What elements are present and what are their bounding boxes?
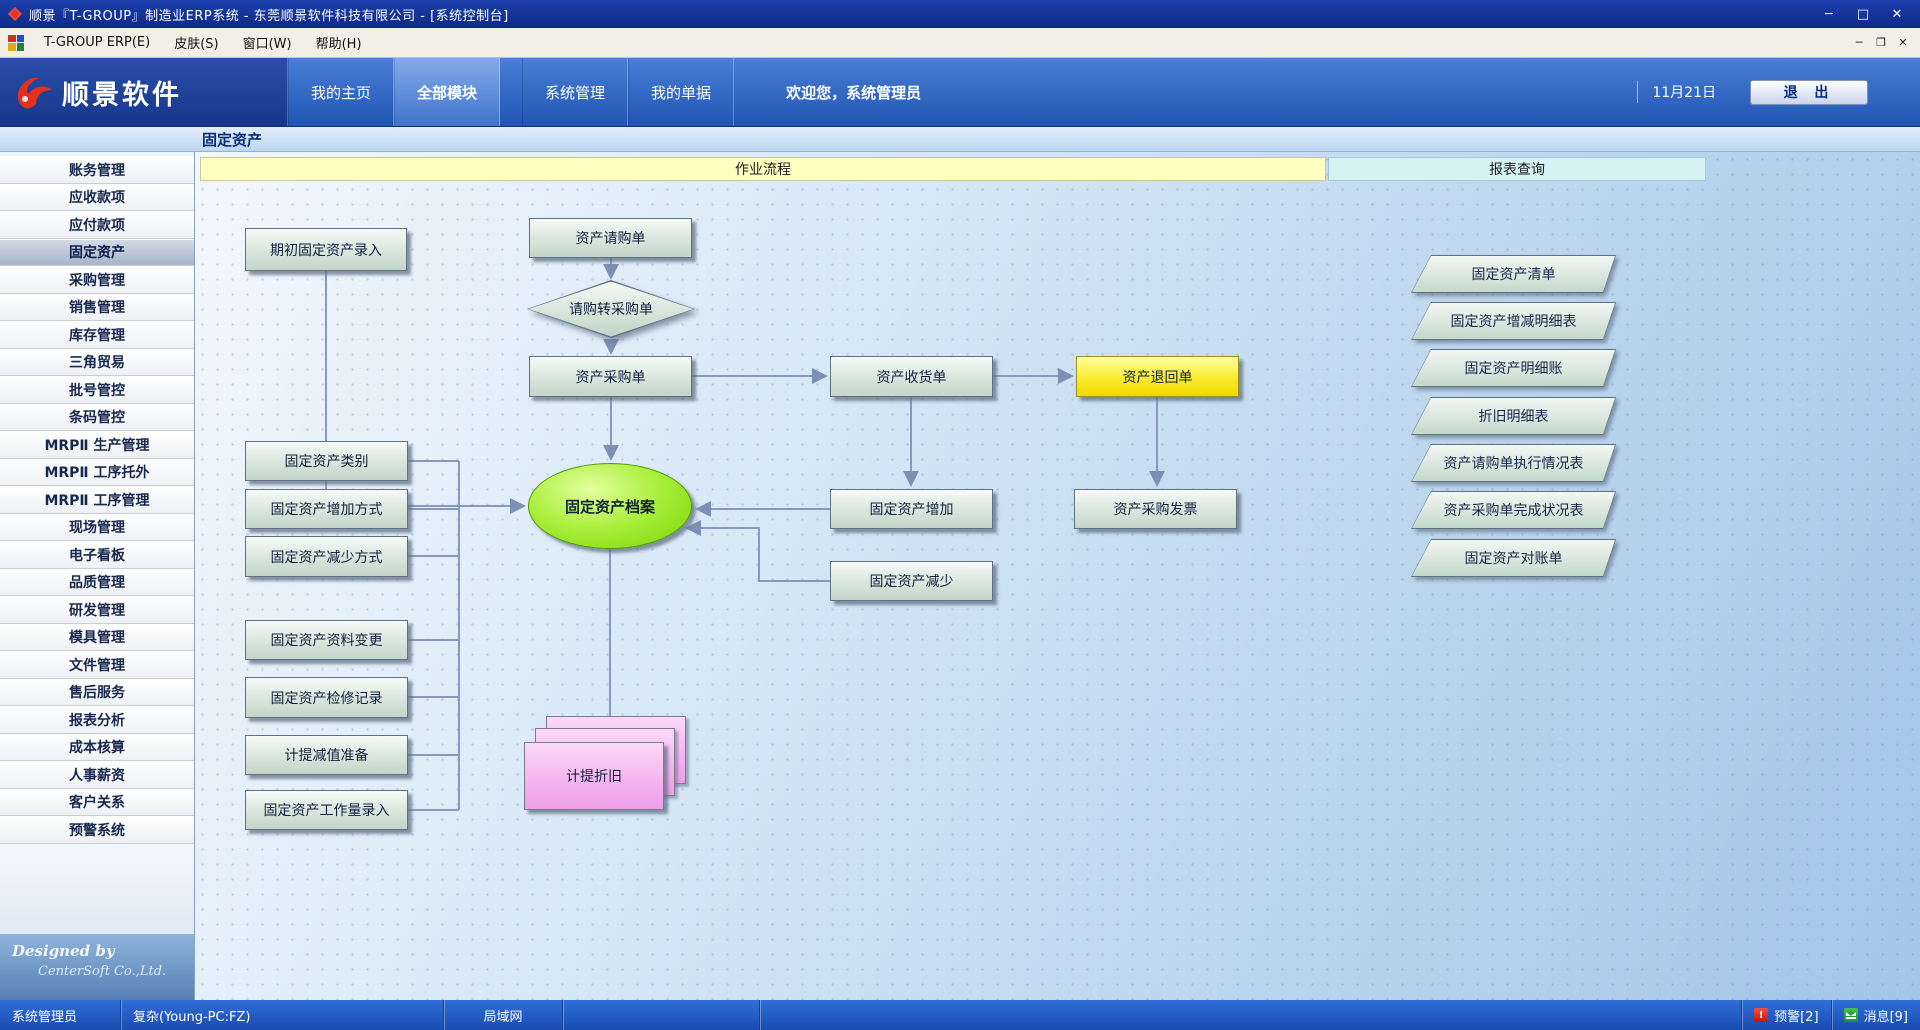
- sidebar-item[interactable]: 成本核算: [0, 733, 194, 761]
- status-alerts[interactable]: ! 预警[2]: [1742, 1000, 1830, 1030]
- node-initial-fixed-asset-entry[interactable]: 期初固定资产录入: [245, 228, 407, 271]
- menu-item-skin[interactable]: 皮肤(S): [174, 37, 219, 52]
- status-host: 复杂(Young-PC:FZ): [133, 1009, 251, 1025]
- depreciation-label: 计提折旧: [524, 742, 664, 810]
- sidebar-item[interactable]: 现场管理: [0, 513, 194, 541]
- sidebar-item[interactable]: 电子看板: [0, 541, 194, 569]
- sidebar-item[interactable]: 应收款项: [0, 183, 194, 211]
- node-fixed-asset-decrease[interactable]: 固定资产减少: [830, 561, 993, 601]
- node-fixed-asset-increase[interactable]: 固定资产增加: [830, 489, 993, 529]
- status-user: 系统管理员: [12, 1009, 78, 1025]
- tab-all-modules[interactable]: 全部模块: [394, 58, 501, 126]
- sidebar-item[interactable]: 模具管理: [0, 623, 194, 651]
- window-title: 顺景『T-GROUP』制造业ERP系统 - 东莞顺景软件科技有限公司 - [系统…: [29, 8, 509, 24]
- section-header-workflow: 作业流程: [200, 157, 1326, 181]
- node-fixed-asset-workload-entry[interactable]: 固定资产工作量录入: [245, 790, 408, 830]
- sidebar-item[interactable]: 售后服务: [0, 678, 194, 706]
- designed-by-block: Designed by CenterSoft Co.,Ltd.: [0, 934, 194, 1000]
- tab-my-documents[interactable]: 我的单据: [628, 58, 735, 126]
- section-header-reports: 报表查询: [1328, 157, 1706, 181]
- sidebar-item-fixed-assets[interactable]: 固定资产: [0, 238, 194, 266]
- node-impairment-provision[interactable]: 计提减值准备: [245, 735, 408, 775]
- alert-icon: !: [1754, 1008, 1769, 1022]
- sidebar-item[interactable]: 三角贸易: [0, 348, 194, 376]
- menu-item-window[interactable]: 窗口(W): [242, 37, 292, 52]
- sidebar-item[interactable]: 采购管理: [0, 266, 194, 294]
- menu-bar: T-GROUP ERP(E) 皮肤(S) 窗口(W) 帮助(H) ─ ❐ ✕: [0, 28, 1920, 58]
- flow-connectors: [325, 258, 1165, 811]
- report-depreciation-detail[interactable]: 折旧明细表: [1411, 397, 1616, 435]
- sidebar-item[interactable]: 账务管理: [0, 156, 194, 184]
- tab-my-home[interactable]: 我的主页: [288, 58, 395, 126]
- brand-logo-icon: [17, 77, 52, 109]
- mdi-minimize-icon[interactable]: ─: [1855, 36, 1863, 49]
- messages-label: 消息[9]: [1863, 1009, 1908, 1025]
- menu-item-tgroup-erp[interactable]: T-GROUP ERP(E): [44, 35, 151, 50]
- menu-app-icon: [8, 34, 24, 51]
- sidebar-item[interactable]: MRPⅡ 工序管理: [0, 486, 194, 514]
- sidebar-item[interactable]: MRPⅡ 工序托外: [0, 458, 194, 486]
- node-fixed-asset-decrease-method[interactable]: 固定资产减少方式: [245, 536, 408, 577]
- report-reconciliation-statement[interactable]: 固定资产对账单: [1411, 539, 1616, 577]
- node-asset-receipt[interactable]: 资产收货单: [830, 356, 993, 397]
- sidebar-item[interactable]: 文件管理: [0, 651, 194, 679]
- sidebar-item[interactable]: 报表分析: [0, 706, 194, 734]
- mdi-restore-icon[interactable]: ❐: [1876, 36, 1886, 49]
- report-fixed-asset-list[interactable]: 固定资产清单: [1411, 255, 1616, 293]
- title-bar: 顺景『T-GROUP』制造业ERP系统 - 东莞顺景软件科技有限公司 - [系统…: [0, 0, 1920, 28]
- close-icon[interactable]: ✕: [1891, 6, 1903, 22]
- sidebar-item[interactable]: 应付款项: [0, 211, 194, 239]
- node-asset-return[interactable]: 资产退回单: [1076, 356, 1239, 397]
- breadcrumb-bar: 固定资产: [0, 127, 1920, 152]
- app-logo-icon: [7, 6, 23, 22]
- node-fixed-asset-data-change[interactable]: 固定资产资料变更: [245, 620, 408, 660]
- node-asset-requisition[interactable]: 资产请购单: [529, 218, 692, 258]
- brand-block: 顺景软件: [0, 58, 288, 126]
- report-fixed-asset-ledger[interactable]: 固定资产明细账: [1411, 349, 1616, 387]
- sidebar-item[interactable]: 人事薪资: [0, 761, 194, 789]
- sidebar-item[interactable]: 研发管理: [0, 596, 194, 624]
- designed-by-text: Designed by: [12, 942, 115, 960]
- breadcrumb: 固定资产: [202, 130, 263, 149]
- sidebar-item[interactable]: 品质管理: [0, 568, 194, 596]
- node-fixed-asset-category[interactable]: 固定资产类别: [245, 441, 408, 481]
- date-label: 11月21日: [1637, 81, 1716, 103]
- sidebar-item[interactable]: MRPⅡ 生产管理: [0, 431, 194, 459]
- status-network: 局域网: [483, 1009, 523, 1025]
- maximize-icon[interactable]: □: [1856, 6, 1870, 22]
- menu-item-help[interactable]: 帮助(H): [315, 37, 362, 52]
- node-asset-purchase-order[interactable]: 资产采购单: [529, 356, 692, 397]
- node-fixed-asset-increase-method[interactable]: 固定资产增加方式: [245, 489, 408, 529]
- sidebar-item[interactable]: 库存管理: [0, 321, 194, 349]
- status-bar: 系统管理员 复杂(Young-PC:FZ) 局域网 ! 预警[2] 消息[9]: [0, 1000, 1920, 1030]
- brand-name: 顺景软件: [62, 79, 182, 111]
- node-requisition-to-purchase-order[interactable]: 请购转采购单: [527, 280, 695, 338]
- minimize-icon[interactable]: ─: [1825, 6, 1833, 22]
- welcome-text: 欢迎您，系统管理员: [786, 83, 922, 102]
- sidebar-item[interactable]: 客户关系: [0, 788, 194, 816]
- sidebar-item[interactable]: 批号管控: [0, 376, 194, 404]
- report-requisition-execution[interactable]: 资产请购单执行情况表: [1411, 444, 1616, 482]
- node-depreciation[interactable]: 计提折旧: [524, 716, 686, 810]
- diamond-label: 请购转采购单: [569, 302, 653, 318]
- message-icon: [1843, 1008, 1858, 1022]
- node-asset-purchase-invoice[interactable]: 资产采购发票: [1074, 489, 1237, 529]
- node-fixed-asset-inspection-record[interactable]: 固定资产检修记录: [245, 677, 408, 718]
- tab-system-management[interactable]: 系统管理: [522, 58, 629, 126]
- report-increase-decrease-detail[interactable]: 固定资产增减明细表: [1411, 302, 1616, 340]
- report-po-completion-status[interactable]: 资产采购单完成状况表: [1411, 491, 1616, 529]
- mdi-close-icon[interactable]: ✕: [1898, 36, 1908, 49]
- alerts-label: 预警[2]: [1774, 1009, 1819, 1025]
- sidebar: 账务管理 应收款项 应付款项 固定资产 采购管理 销售管理 库存管理 三角贸易 …: [0, 152, 195, 1000]
- exit-button[interactable]: 退 出: [1750, 79, 1868, 105]
- main-panel: 作业流程 报表查询: [195, 152, 1920, 1000]
- sidebar-item[interactable]: 预警系统: [0, 816, 194, 844]
- sidebar-item[interactable]: 条码管控: [0, 403, 194, 431]
- node-fixed-asset-archive[interactable]: 固定资产档案: [528, 463, 692, 549]
- company-text: CenterSoft Co.,Ltd.: [38, 964, 167, 979]
- sidebar-item[interactable]: 销售管理: [0, 293, 194, 321]
- app-header: 顺景软件 我的主页 全部模块 系统管理 我的单据 欢迎您，系统管理员 11月21…: [0, 58, 1920, 127]
- status-messages[interactable]: 消息[9]: [1832, 1000, 1920, 1030]
